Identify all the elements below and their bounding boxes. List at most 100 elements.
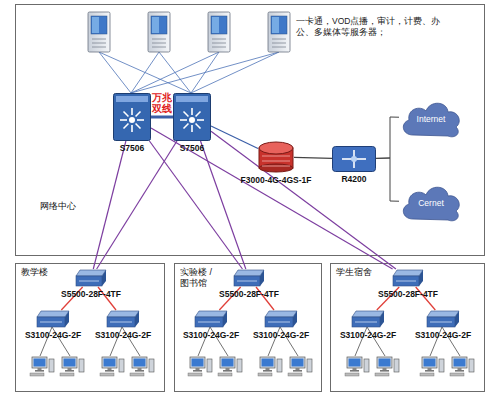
- icon-part: [234, 276, 260, 286]
- access-switch: S3100-24G-2F: [426, 310, 460, 328]
- icon-part: [355, 322, 377, 323]
- server-note: 一卡通，VOD点播，审计，计费、办公、多媒体等服务器；: [296, 16, 446, 38]
- icon-part: [189, 117, 195, 123]
- group-heading: 教学楼: [21, 267, 81, 278]
- device-label: Cernet: [399, 198, 463, 208]
- icon-part: [195, 311, 227, 317]
- icon-part: [234, 270, 264, 276]
- icon-part: [352, 311, 384, 317]
- sw-icon: [351, 310, 385, 328]
- device-label: S7506: [120, 143, 145, 153]
- network-cloud: Cernet: [399, 181, 463, 223]
- icon-part: [265, 317, 293, 327]
- icon-part: [262, 161, 290, 162]
- sw-icon: [36, 310, 70, 328]
- icon-part: [352, 317, 380, 327]
- icon-part: [107, 311, 139, 317]
- device-label: F3000-4G-4GS-1F: [241, 175, 312, 185]
- network-link: [98, 287, 116, 310]
- icon-part: [136, 124, 141, 129]
- network-link: [294, 157, 332, 159]
- device-label: S7506: [180, 143, 205, 153]
- icon-part: [393, 276, 419, 286]
- icon-part: [40, 322, 62, 323]
- icon-part: [265, 311, 297, 317]
- icon-part: [262, 156, 290, 157]
- network-link: [61, 287, 82, 310]
- sw-icon: [264, 310, 298, 328]
- network-link: [211, 126, 258, 148]
- icon-part: [351, 156, 357, 162]
- network-link: [97, 141, 177, 269]
- sw-icon: [106, 310, 140, 328]
- sw-icon: [194, 310, 228, 328]
- icon-part: [131, 108, 133, 115]
- icon-part: [37, 311, 69, 317]
- icon-part: [107, 317, 135, 327]
- icon-part: [260, 270, 264, 286]
- icon-part: [110, 322, 132, 323]
- network-cloud: Internet: [399, 97, 463, 139]
- aggregation-switch: S5500-28F-4TF: [233, 269, 265, 287]
- icon-part: [135, 311, 139, 327]
- icon-part: [196, 124, 201, 129]
- device-label: R4200: [341, 174, 366, 184]
- icon-part: [76, 276, 102, 286]
- aggregation-switch: S5500-28F-4TF: [75, 269, 107, 287]
- network-link: [211, 131, 396, 269]
- icon-part: [427, 311, 459, 317]
- network-link: [416, 287, 436, 310]
- network-link: [219, 287, 240, 310]
- icon-part: [174, 94, 211, 141]
- device-label: S3100-24G-2F: [253, 330, 309, 340]
- device-label: S3100-24G-2F: [25, 330, 81, 340]
- device-label: S3100-24G-2F: [95, 330, 151, 340]
- core-switch: S7506: [173, 93, 211, 141]
- building-box: S5500-28F-4TF S3100-24G-2F S3100-24G-2F 教学楼: [15, 263, 165, 392]
- sw-icon: [392, 269, 424, 287]
- sw-icon: [233, 269, 265, 287]
- icon-part: [65, 311, 69, 327]
- icon-part: [197, 119, 204, 121]
- icon-part: [380, 311, 384, 327]
- network-link: [149, 141, 242, 269]
- icon-part: [124, 112, 129, 117]
- icon-part: [191, 125, 193, 132]
- device-label: S5500-28F-4TF: [61, 289, 121, 299]
- icon-part: [237, 281, 257, 282]
- firewall: F3000-4G-4GS-1F: [258, 141, 294, 173]
- icon-part: [136, 112, 141, 117]
- group-heading: 网络中心: [40, 201, 100, 212]
- network-center-box: S7506S7506F3000-4G-4GS-1FR4200InternetCe…: [15, 4, 485, 256]
- icon-part: [176, 96, 208, 102]
- icon-part: [37, 317, 65, 327]
- router-icon: [332, 146, 376, 172]
- icon-part: [124, 124, 129, 129]
- access-switch: S3100-24G-2F: [106, 310, 140, 328]
- icon-part: [131, 125, 133, 132]
- core-icon: [173, 93, 211, 141]
- icon-part: [184, 112, 189, 117]
- device-label: S5500-28F-4TF: [219, 289, 279, 299]
- core-icon: [113, 93, 151, 141]
- icon-part: [79, 281, 99, 282]
- network-link: [256, 287, 274, 310]
- icon-part: [259, 142, 293, 154]
- icon-part: [419, 270, 423, 286]
- access-switch: S3100-24G-2F: [351, 310, 385, 328]
- network-link: [377, 287, 399, 310]
- core-switch: S7506: [113, 93, 151, 141]
- sw-icon: [75, 269, 107, 287]
- network-link: [200, 141, 245, 269]
- device-label: S3100-24G-2F: [340, 330, 396, 340]
- device-label: S3100-24G-2F: [415, 330, 471, 340]
- icon-part: [268, 322, 290, 323]
- icon-part: [427, 317, 455, 327]
- fw-icon: [258, 141, 294, 173]
- icon-part: [76, 270, 106, 276]
- icon-part: [223, 311, 227, 327]
- network-link: [376, 158, 399, 201]
- icon-part: [196, 112, 201, 117]
- icon-part: [198, 322, 220, 323]
